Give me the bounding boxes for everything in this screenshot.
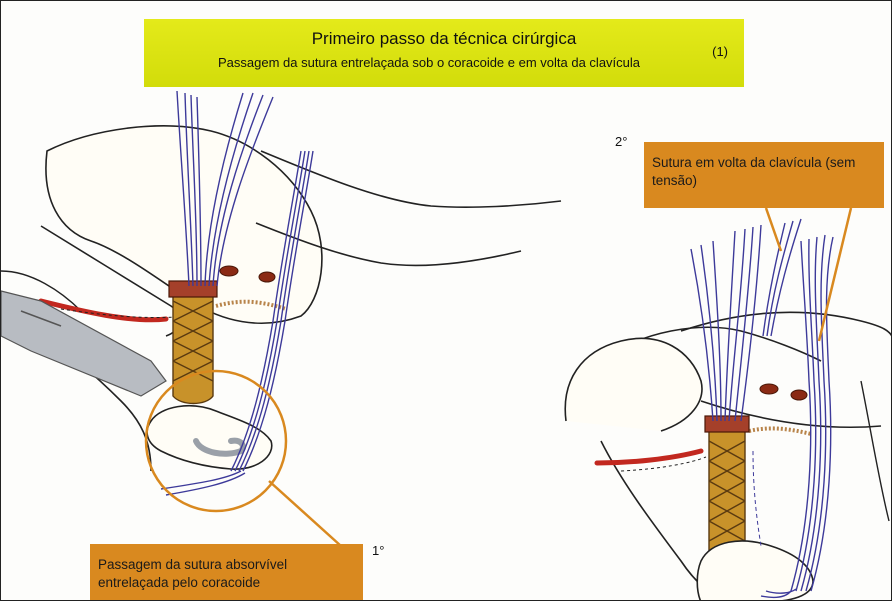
callout-coracoid-pass: Passagem da sutura absorvível entrelaçad… [90,544,363,601]
figure-number: (1) [712,44,728,59]
right-drill-hole-2 [791,390,807,400]
figure-subtitle: Passagem da sutura entrelaçada sob o cor… [144,55,744,70]
right-drill-hole-1 [760,384,778,394]
left-scene [1,91,561,546]
figure-title: Primeiro passo da técnica cirúrgica [144,29,744,49]
right-arm-outline [861,381,889,521]
right-callout-leader-1 [766,208,781,251]
left-drill-hole-1 [220,266,238,276]
right-ligament-stump [749,428,811,434]
left-clavicle-outline [261,151,561,207]
callout-clavicle-loop: Sutura em volta da clavícula (sem tensão… [644,142,884,208]
left-graft [169,281,217,404]
step-label-first: 1° [372,543,384,558]
left-forceps [1,291,166,396]
left-drill-hole-2 [259,272,275,282]
step-label-second: 2° [615,134,627,149]
right-humeral-outline [565,338,702,431]
right-blood-mark [597,451,701,463]
figure-title-box: Primeiro passo da técnica cirúrgica Pass… [144,19,744,87]
left-callout-leader [269,481,341,546]
right-dashed-suture-track [753,451,761,546]
right-scene [565,208,892,601]
right-callout-leader-2 [819,208,851,341]
